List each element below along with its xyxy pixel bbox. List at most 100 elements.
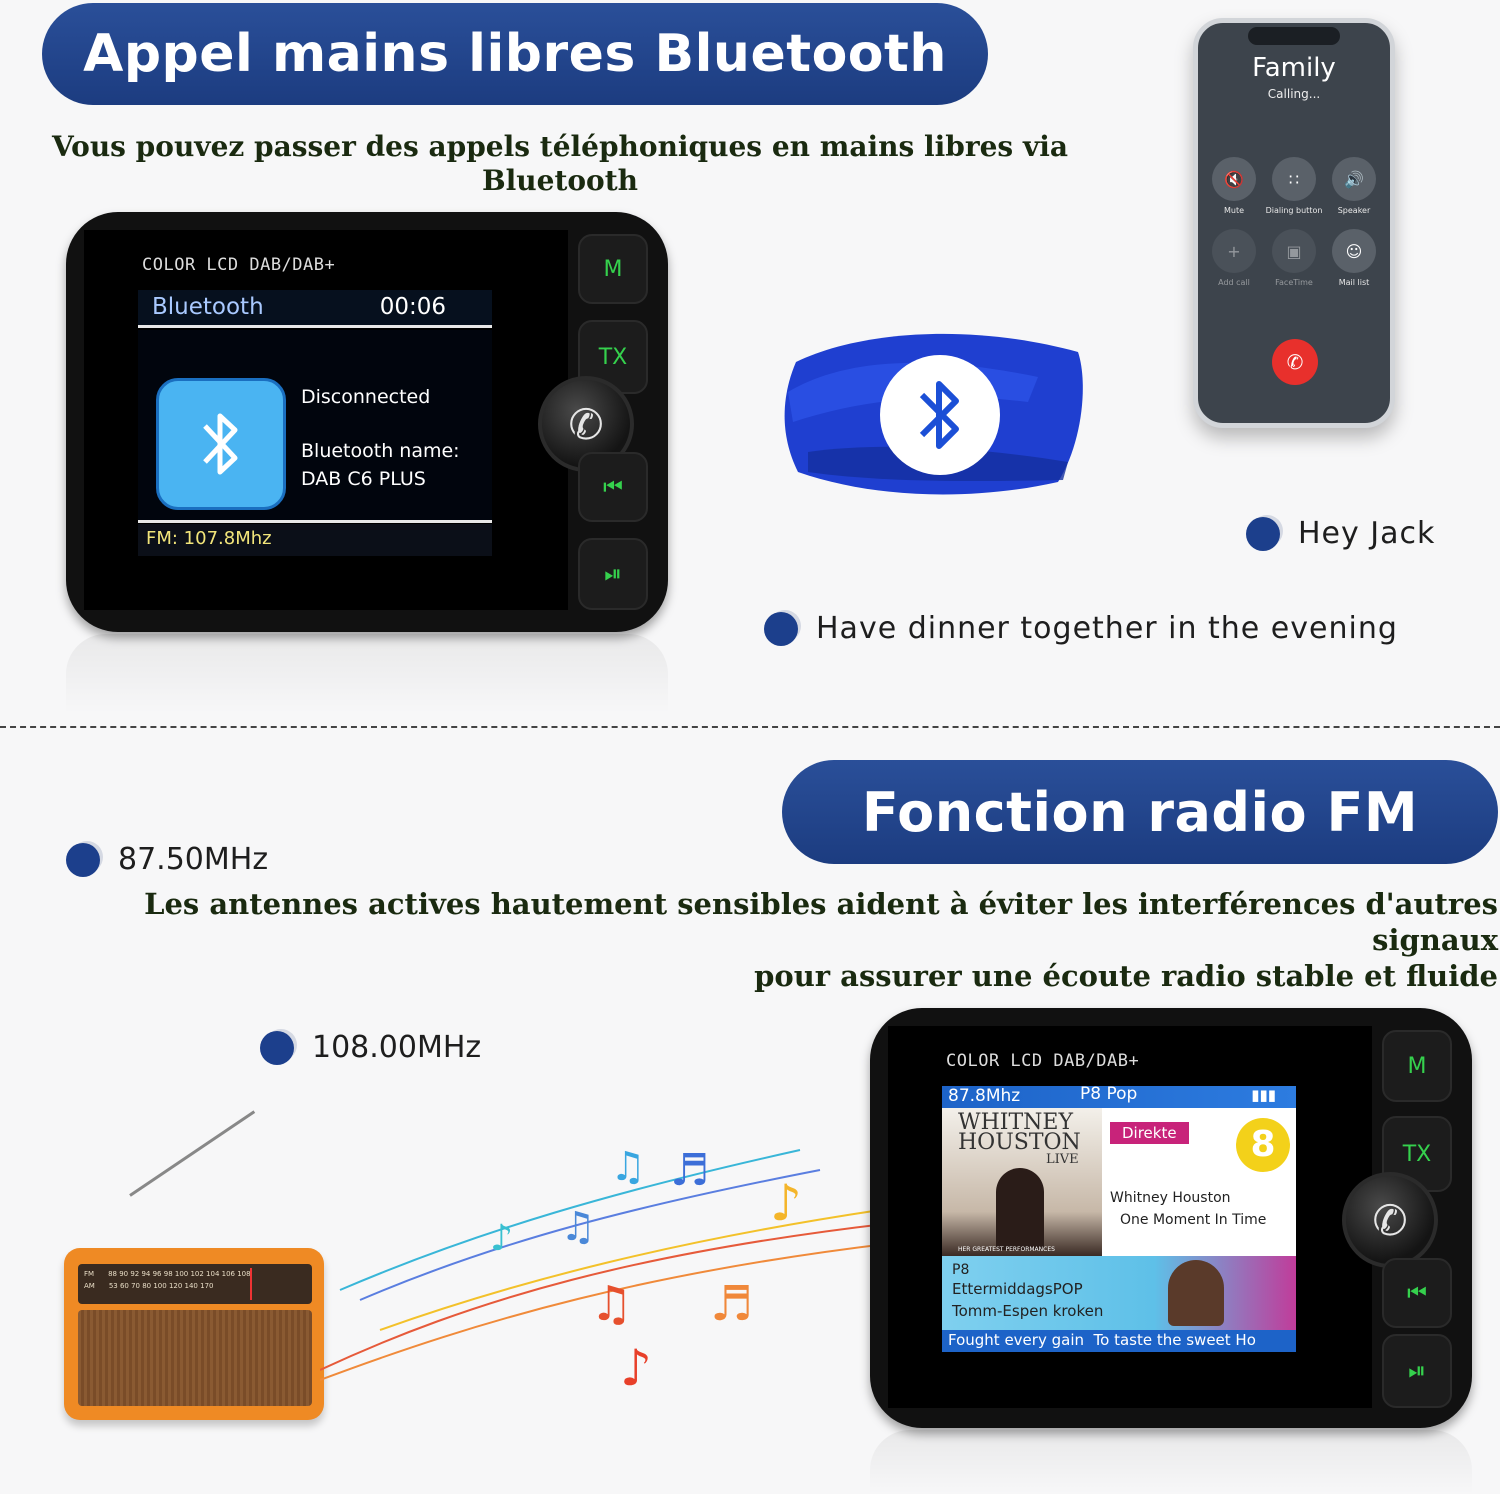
music-note-icon: ♬: [710, 1276, 753, 1332]
music-note-icon: ♫: [610, 1144, 646, 1190]
lcd-name-value: DAB C6 PLUS: [301, 468, 426, 490]
keypad-icon: ∷: [1288, 169, 1300, 189]
device-reflection: [870, 1430, 1472, 1494]
music-note-icon: ♪: [770, 1174, 802, 1232]
smartphone: Family Calling... 🔇 ∷ 🔊 Mute Dialing but…: [1193, 18, 1395, 428]
show-line1: P8: [952, 1262, 970, 1278]
play-pause-button[interactable]: ⏯: [578, 538, 648, 610]
music-waves: ♫ ♬ ♪ ♫ ♪ ♫ ♬ ♪ ♫: [320, 1144, 920, 1397]
show-line3: Tomm-Espen kroken: [952, 1302, 1104, 1320]
contacts-icon: ☺: [1345, 241, 1363, 261]
message-hey-jack: Hey Jack: [1298, 516, 1436, 551]
previous-button-fm[interactable]: ⏮: [1382, 1258, 1452, 1328]
lcd-time: 00:06: [379, 294, 446, 320]
fm-subtitle: Les antennes actives hautement sensibles…: [144, 887, 1498, 993]
speaker-icon: 🔊: [1344, 169, 1364, 189]
music-note-icon: ♬: [670, 1145, 709, 1196]
video-icon: ▣: [1286, 241, 1302, 261]
fm-title: Fonction radio FM: [861, 780, 1419, 844]
dialing-label: Dialing button: [1265, 206, 1323, 215]
fm-station: P8 Pop: [1080, 1084, 1138, 1104]
previous-button[interactable]: ⏮: [578, 452, 648, 522]
artist-photo: [1168, 1260, 1224, 1326]
freq-low: 87.50MHz: [118, 842, 269, 877]
lcd-mode-bar: Bluetooth 00:06: [138, 290, 492, 328]
lcd-header: COLOR LCD DAB/DAB+: [142, 255, 336, 275]
bluetooth-circle: [880, 355, 1000, 475]
bluetooth-title: Appel mains libres Bluetooth: [83, 24, 947, 84]
fm-title-banner: Fonction radio FM: [782, 760, 1498, 864]
call-status: Calling...: [1267, 87, 1321, 101]
play-pause-icon: ⏯: [1408, 1358, 1426, 1384]
music-note-icon: ♪: [490, 1218, 513, 1259]
dab-device-bluetooth: COLOR LCD DAB/DAB+ Bluetooth 00:06 Disco…: [66, 212, 668, 632]
bluetooth-icon: [919, 381, 959, 449]
music-note-icon: ♪: [620, 1339, 652, 1397]
album-art: WHITNEY HOUSTON LIVE HER GREATEST PERFOR…: [942, 1108, 1102, 1256]
device-reflection: [66, 634, 668, 714]
ticker-text: Fought every gain To taste the sweet Ho: [948, 1331, 1256, 1349]
facetime-button[interactable]: ▣: [1272, 229, 1316, 273]
bluetooth-icon: [203, 413, 238, 475]
lcd-footer: FM: 107.8Mhz: [138, 524, 492, 556]
artist-name: Whitney Houston: [1110, 1190, 1231, 1206]
end-call-button[interactable]: ✆: [1272, 339, 1318, 385]
music-note-icon: ♫: [560, 1204, 596, 1250]
bullet-dot: [1246, 517, 1280, 551]
facetime-label: FaceTime: [1275, 278, 1313, 287]
radio-speaker-grille: [78, 1310, 312, 1406]
lcd-fm: FM: 107.8Mhz: [146, 528, 272, 549]
singer-silhouette: [996, 1168, 1044, 1250]
speaker-label: Speaker: [1337, 206, 1371, 215]
lcd-screen-fm: COLOR LCD DAB/DAB+ 87.8Mhz P8 Pop ▮▮▮ WH…: [888, 1026, 1372, 1408]
mail-list-button[interactable]: ☺: [1332, 229, 1376, 273]
channel-badge: 8: [1236, 1118, 1290, 1172]
play-pause-button-fm[interactable]: ⏯: [1382, 1334, 1452, 1408]
song-title: One Moment In Time: [1120, 1212, 1267, 1228]
section-divider: [0, 726, 1500, 728]
tuning-needle: [250, 1268, 252, 1300]
mute-icon: 🔇: [1224, 169, 1244, 189]
music-note-icon: ♫: [590, 1276, 633, 1332]
now-playing-panel: Direkte 8 Whitney Houston One Moment In …: [1102, 1108, 1296, 1256]
bullet-dot: [764, 612, 798, 646]
lcd-name-label: Bluetooth name:: [301, 440, 460, 462]
hang-up-icon: ✆: [1286, 350, 1304, 374]
phone-notch: [1248, 27, 1340, 45]
bluetooth-subtitle: Vous pouvez passer des appels téléphoniq…: [51, 130, 1068, 197]
caller-name: Family: [1252, 53, 1336, 83]
show-panel: P8 EttermiddagsPOP Tomm-Espen kroken: [942, 1256, 1296, 1330]
fm-topbar: 87.8Mhz P8 Pop ▮▮▮: [942, 1084, 1296, 1108]
call-knob-fm[interactable]: ✆: [1342, 1172, 1438, 1268]
dab-device-fm: COLOR LCD DAB/DAB+ 87.8Mhz P8 Pop ▮▮▮ WH…: [870, 1008, 1472, 1428]
lcd-mode: Bluetooth: [152, 294, 264, 320]
previous-icon: ⏮: [603, 474, 623, 500]
phone-handset-icon: ✆: [1372, 1195, 1408, 1245]
m-button-fm[interactable]: M: [1382, 1030, 1452, 1102]
lcd-divider: [138, 520, 492, 523]
speaker-button[interactable]: 🔊: [1332, 157, 1376, 201]
bullet-dot: [66, 843, 100, 877]
radio-antenna: [129, 1110, 256, 1197]
bluetooth-title-banner: Appel mains libres Bluetooth: [42, 3, 988, 105]
ticker-bar: Fought every gain To taste the sweet Ho: [942, 1330, 1296, 1352]
direkte-badge: Direkte: [1110, 1122, 1189, 1144]
mute-button[interactable]: 🔇: [1212, 157, 1256, 201]
previous-icon: ⏮: [1407, 1280, 1427, 1306]
lcd-screen: COLOR LCD DAB/DAB+ Bluetooth 00:06 Disco…: [84, 230, 568, 610]
add-call-button[interactable]: +: [1212, 229, 1256, 273]
plus-icon: +: [1227, 241, 1241, 261]
lcd-body: Disconnected Bluetooth name: DAB C6 PLUS: [138, 330, 492, 520]
dialing-button[interactable]: ∷: [1272, 157, 1316, 201]
mail-list-label: Mail list: [1338, 278, 1370, 287]
m-button[interactable]: M: [578, 234, 648, 304]
mute-label: Mute: [1223, 206, 1245, 215]
lcd-header: COLOR LCD DAB/DAB+: [946, 1051, 1140, 1071]
play-pause-icon: ⏯: [604, 561, 622, 587]
show-line2: EttermiddagsPOP: [952, 1280, 1083, 1298]
bluetooth-tile: [156, 378, 286, 510]
message-dinner: Have dinner together in the evening: [816, 611, 1398, 646]
fm-frequency: 87.8Mhz: [948, 1086, 1021, 1106]
